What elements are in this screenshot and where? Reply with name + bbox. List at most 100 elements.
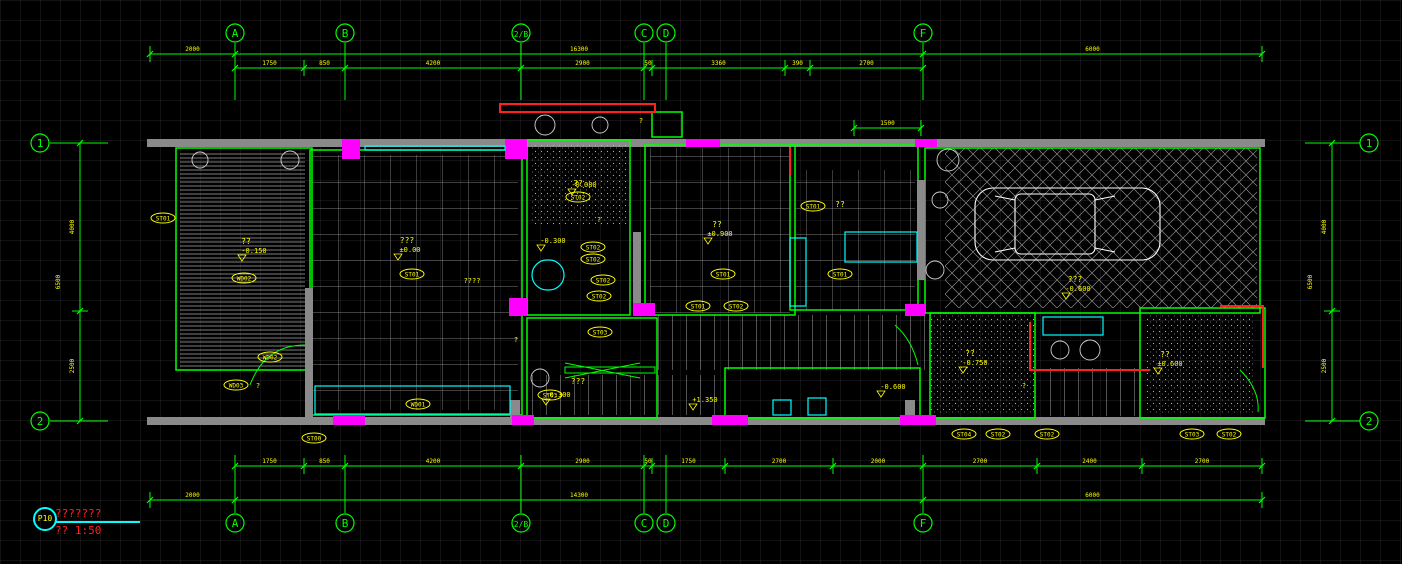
material-tag: WD01	[405, 398, 431, 410]
dimension-value: 16300	[570, 46, 588, 53]
elevation-mark: +1.350	[688, 396, 718, 411]
elevation-value: -0.750	[962, 359, 987, 367]
material-tag-code: ST01	[691, 304, 706, 311]
material-tag: ST01	[827, 268, 853, 280]
room-name: ???	[400, 236, 415, 245]
elevation-mark: ±0.900	[703, 230, 733, 245]
dimension-value: 2000	[871, 458, 886, 465]
dimension-value: 4200	[426, 458, 441, 465]
dimension-chain: 2000 14300 6000	[146, 492, 1266, 508]
material-tag-code: ST01	[806, 204, 821, 211]
material-tag-code: WD01	[411, 402, 426, 409]
axis-label: 2	[37, 415, 44, 428]
axis-label: A	[232, 517, 239, 530]
material-tag-code: ST01	[833, 272, 848, 279]
material-tag-code: ST03	[1185, 432, 1200, 439]
axis-label: 2/B	[514, 520, 529, 529]
dimension-value: 850	[319, 60, 330, 67]
dimension-value: 14300	[570, 492, 588, 499]
dimension-value: 1750	[262, 60, 277, 67]
dimension-value: 6000	[1085, 492, 1100, 499]
room-name: ??	[835, 200, 845, 209]
dimension-value: 6500	[55, 274, 62, 289]
elevation-value: -0.300	[545, 391, 570, 399]
material-tag-code: ST02	[586, 257, 601, 264]
dimension-value: 3360	[711, 60, 726, 67]
dimension-value: 6000	[1085, 46, 1100, 53]
elevation-value: ±0.00	[399, 246, 420, 254]
material-tag: ST02	[985, 428, 1011, 440]
dimension-value: 1750	[681, 458, 696, 465]
material-tag: ST01	[399, 268, 425, 280]
axis-label: 1	[1366, 137, 1373, 150]
note-mark: ?	[256, 382, 260, 390]
dimension-value: 4000	[1321, 219, 1328, 234]
material-tag: ST02	[723, 300, 749, 312]
material-tag: WD02	[231, 272, 257, 284]
note-mark: ????	[464, 277, 481, 285]
dimension-value: 2900	[575, 60, 590, 67]
material-tag: ST02	[1216, 428, 1242, 440]
elevation-mark: -0.750	[958, 359, 988, 374]
dimension-value: 50	[644, 60, 652, 67]
note-mark: ?	[597, 216, 601, 224]
material-tag-code: ST03	[593, 330, 608, 337]
material-tag: ST02	[565, 191, 591, 203]
material-tag: ST01	[685, 300, 711, 312]
material-tag: ST02	[580, 241, 606, 253]
dimension-value: 390	[792, 60, 803, 67]
dimension-value: 4000	[69, 219, 76, 234]
material-tag: ST01	[150, 212, 176, 224]
elevation-value: ±0.600	[1157, 360, 1182, 368]
dimension-value: 4200	[426, 60, 441, 67]
dimension-value: 2700	[1195, 458, 1210, 465]
dimension-value: 2000	[185, 492, 200, 499]
material-tag: ST01	[800, 200, 826, 212]
material-tag-code: WD02	[263, 355, 278, 362]
material-tag: ST01	[710, 268, 736, 280]
dimension-value: 2700	[772, 458, 787, 465]
elevation-value: ±0.900	[707, 230, 732, 238]
material-tag-code: ST02	[571, 195, 586, 202]
material-tag: WD02	[257, 351, 283, 363]
elevation-mark: -0.600	[876, 383, 906, 398]
material-tag-code: ST00	[307, 436, 322, 443]
elevation-mark: -0.600	[1061, 285, 1091, 300]
material-tag-code: ST01	[405, 272, 420, 279]
material-tag: ST02	[590, 274, 616, 286]
material-tag-code: ST02	[1040, 432, 1055, 439]
dimension-value: 2400	[1082, 458, 1097, 465]
material-tag: ST02	[586, 290, 612, 302]
material-tag: ST04	[951, 428, 977, 440]
dimension-value: 2700	[973, 458, 988, 465]
plan-geometry	[147, 103, 1266, 425]
axis-label: D	[663, 27, 670, 40]
elevation-value: +1.350	[692, 396, 717, 404]
elevation-value: -0.600	[880, 383, 905, 391]
dimension-value: 50	[644, 458, 652, 465]
material-tag-code: ST04	[957, 432, 972, 439]
note-mark: ?	[514, 336, 518, 344]
material-tag: ST02	[580, 253, 606, 265]
axis-bubble-bottom: D	[656, 455, 676, 533]
material-tag-code: ST01	[716, 272, 731, 279]
room-name: ???	[1068, 275, 1083, 284]
dimension-value: 850	[319, 458, 330, 465]
dimension-value: 2500	[1321, 358, 1328, 373]
material-tag: ST03	[587, 326, 613, 338]
elevation-value: -0.300	[540, 237, 565, 245]
dimension-chain: 1500	[850, 120, 925, 136]
material-tag-code: ST02	[596, 278, 611, 285]
material-tag-code: ST02	[991, 432, 1006, 439]
material-tag-code: ST02	[729, 304, 744, 311]
material-tag-code: ST01	[156, 216, 171, 223]
axis-bubble-top: D	[656, 23, 676, 100]
legend-underline	[55, 521, 140, 523]
material-tag: ST03	[1179, 428, 1205, 440]
material-tag-code: ST02	[592, 294, 607, 301]
